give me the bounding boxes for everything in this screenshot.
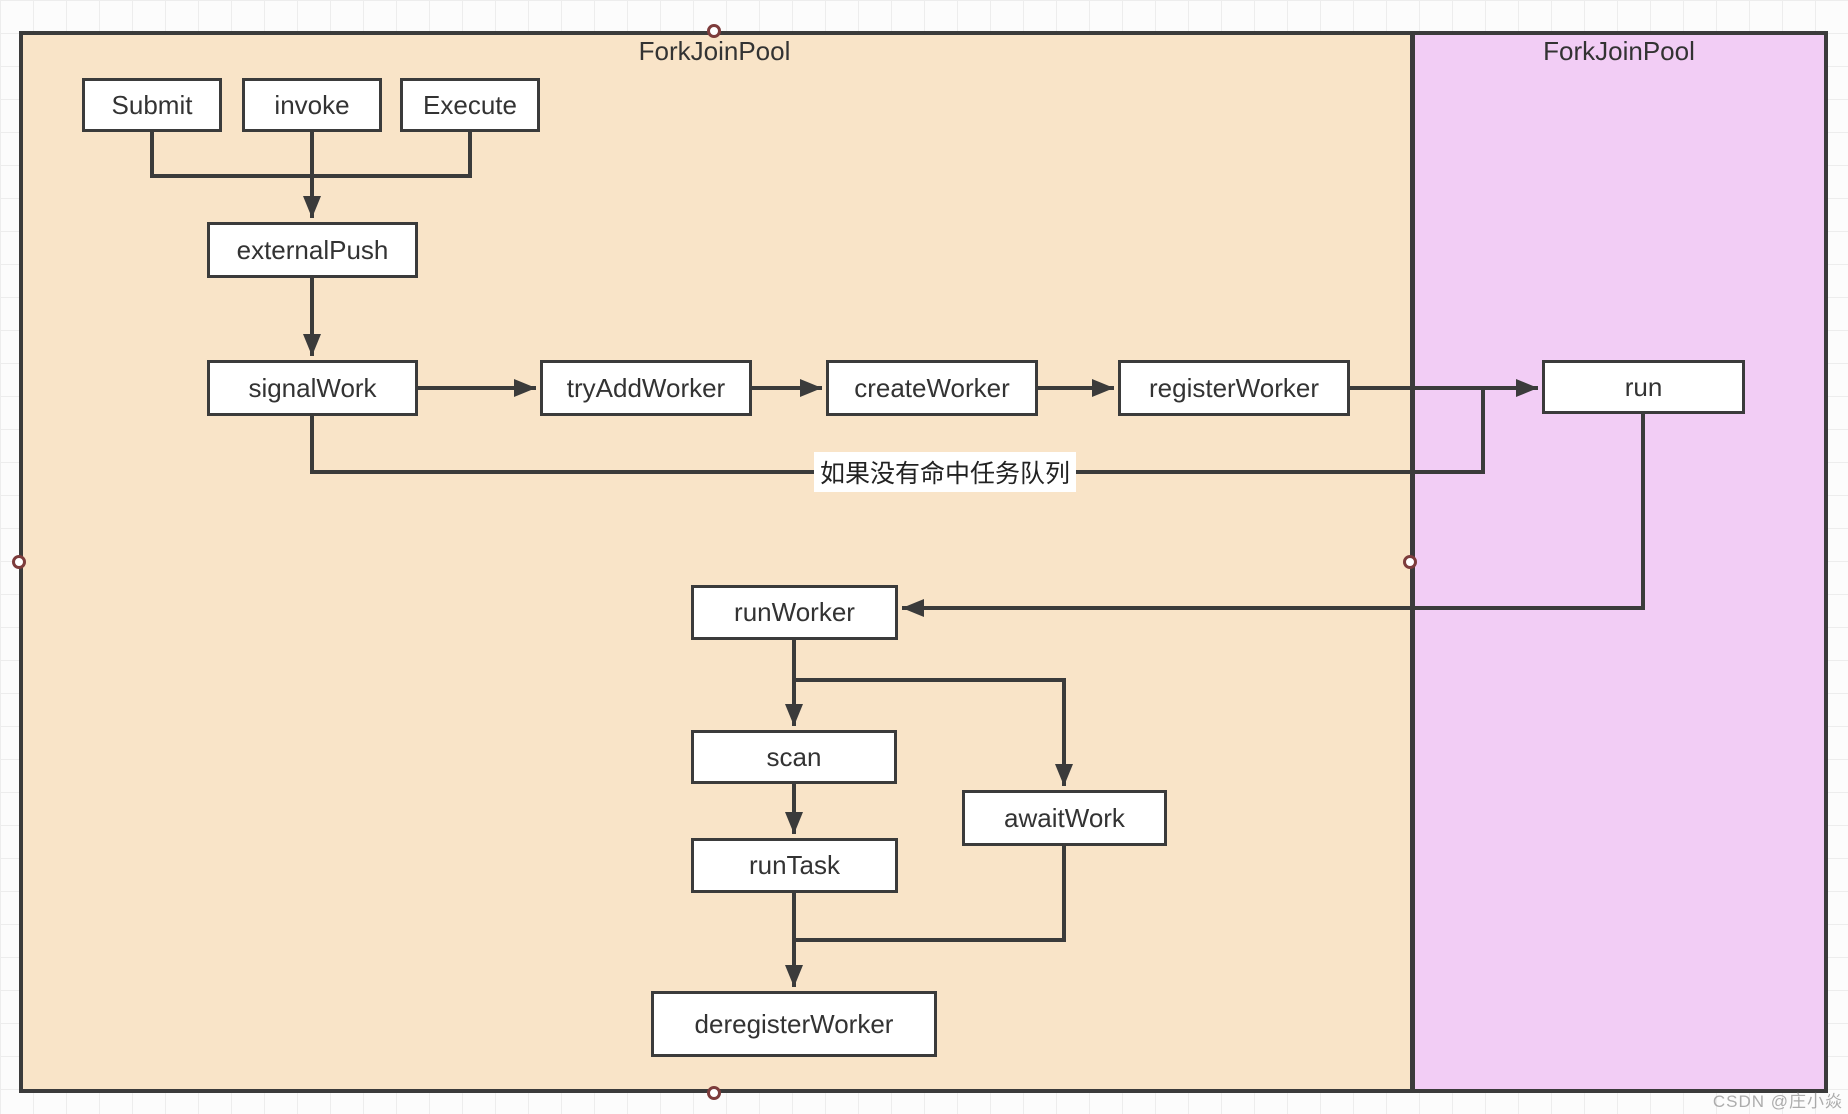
edge-runworker-to-awaitwork	[794, 678, 1073, 786]
edge-run-to-runworker	[902, 414, 1645, 617]
forkjoinpool-container[interactable]	[19, 31, 1828, 1093]
region-right-forkjoinpool[interactable]	[1410, 35, 1824, 1089]
node-invoke[interactable]: invoke	[242, 78, 382, 132]
region-title-left: ForkJoinPool	[638, 36, 791, 66]
node-createworker[interactable]: createWorker	[826, 360, 1038, 416]
node-runtask[interactable]: runTask	[691, 838, 898, 893]
node-label: deregisterWorker	[694, 1008, 894, 1039]
watermark: CSDN @庄小焱	[1712, 1092, 1843, 1111]
node-label: tryAddWorker	[566, 372, 726, 403]
node-label: run	[1624, 371, 1663, 402]
resize-handle-left[interactable]	[12, 555, 26, 569]
node-registerworker[interactable]: registerWorker	[1118, 360, 1350, 416]
region-left-forkjoinpool[interactable]	[23, 35, 1410, 1089]
node-label: runWorker	[734, 597, 855, 627]
edge-label-no-task-hit: 如果没有命中任务队列	[813, 452, 1077, 492]
node-scan[interactable]: scan	[691, 730, 897, 784]
node-deregisterworker[interactable]: deregisterWorker	[651, 991, 937, 1057]
node-execute[interactable]: Execute	[400, 78, 540, 132]
node-label: Execute	[423, 89, 517, 120]
node-externalpush[interactable]: externalPush	[207, 222, 418, 278]
resize-handle-bottom[interactable]	[707, 1086, 721, 1100]
node-label: registerWorker	[1148, 372, 1319, 403]
node-label: scan	[766, 741, 822, 772]
node-label: externalPush	[236, 234, 389, 265]
node-label: createWorker	[854, 372, 1010, 403]
node-label: invoke	[274, 89, 350, 120]
node-tryaddworker[interactable]: tryAddWorker	[540, 360, 752, 416]
resize-handle-top[interactable]	[707, 24, 721, 38]
edge-awaitwork-loopback	[796, 846, 1066, 942]
region-title-right: ForkJoinPool	[1543, 36, 1695, 66]
node-label: Submit	[111, 89, 193, 120]
node-label: signalWork	[248, 372, 377, 403]
node-run[interactable]: run	[1542, 360, 1745, 414]
node-label: runTask	[748, 850, 841, 880]
node-submit[interactable]: Submit	[82, 78, 222, 132]
resize-handle-right[interactable]	[1403, 555, 1417, 569]
node-label: awaitWork	[1004, 802, 1125, 833]
node-runworker[interactable]: runWorker	[691, 585, 898, 640]
node-awaitwork[interactable]: awaitWork	[962, 790, 1167, 846]
node-signalwork[interactable]: signalWork	[207, 360, 418, 416]
